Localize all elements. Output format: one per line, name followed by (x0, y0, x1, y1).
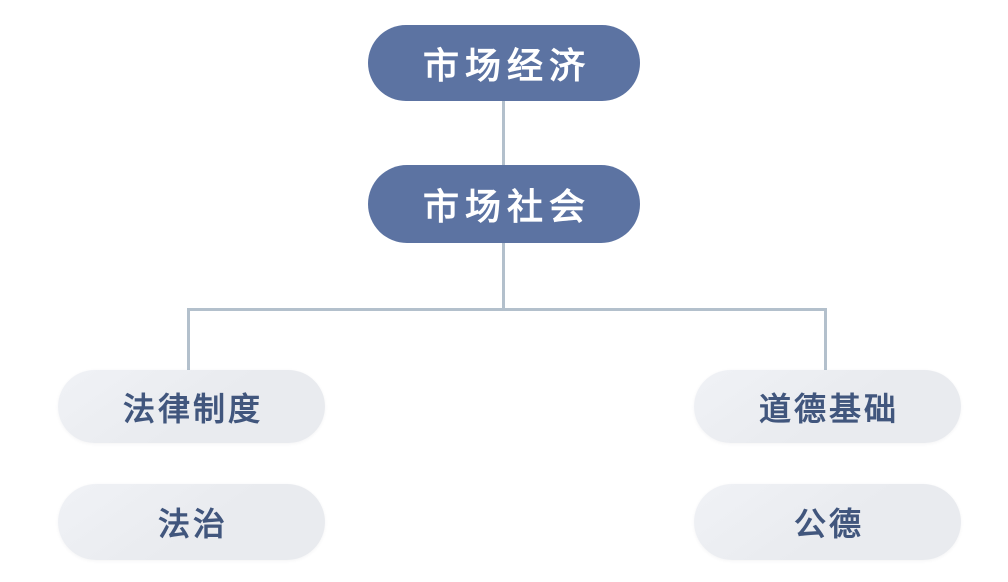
connector-drop-to-legal-system (187, 308, 190, 372)
node-market-society-label: 市场社会 (422, 186, 591, 227)
node-rule-of-law-label: 法治 (157, 506, 228, 542)
node-market-economy-label: 市场经济 (422, 45, 591, 86)
node-market-economy: 市场经济 (368, 25, 640, 101)
connector-drop-to-moral-foundation (824, 308, 827, 372)
connector-society-stem (502, 242, 505, 309)
node-public-morality: 公德 (694, 484, 961, 560)
node-market-society: 市场社会 (368, 165, 640, 243)
node-rule-of-law: 法治 (58, 484, 325, 560)
node-legal-system: 法律制度 (58, 370, 325, 443)
node-moral-foundation: 道德基础 (694, 370, 961, 443)
node-legal-system-label: 法律制度 (122, 390, 263, 427)
connector-economy-to-society (502, 100, 505, 166)
connector-branch-horizontal (187, 308, 827, 311)
node-public-morality-label: 公德 (793, 506, 864, 542)
node-moral-foundation-label: 道德基础 (758, 390, 899, 427)
